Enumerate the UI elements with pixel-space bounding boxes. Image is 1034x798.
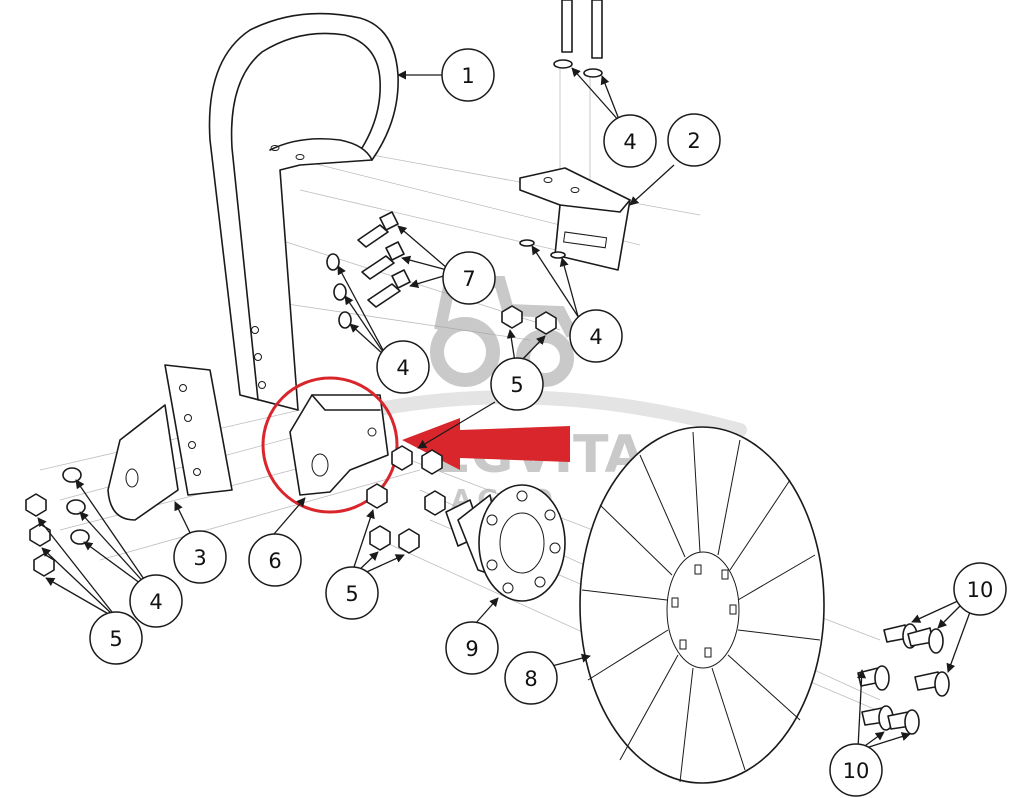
side-plate-part: [107, 364, 233, 521]
washers-top: [519, 59, 603, 259]
svg-text:4: 4: [149, 590, 162, 614]
callout: 7: [442, 251, 496, 305]
svg-text:2: 2: [687, 129, 700, 153]
callout: 3: [173, 530, 227, 584]
svg-text:6: 6: [268, 549, 281, 573]
svg-text:5: 5: [109, 627, 122, 651]
bracket-part-6: [289, 394, 389, 496]
svg-text:5: 5: [345, 582, 358, 606]
svg-text:1: 1: [461, 64, 474, 88]
svg-text:4: 4: [396, 356, 409, 380]
disc-part: [579, 426, 825, 784]
callout: 9: [445, 621, 499, 675]
callouts: 1 2 4 7 4 4 5 3 6 4 5 5 9 8 10 10: [89, 48, 1007, 797]
left-fasteners: [25, 467, 90, 577]
callout: 1: [441, 48, 495, 102]
callout: 5: [89, 611, 143, 665]
svg-text:9: 9: [465, 637, 478, 661]
svg-text:10: 10: [967, 578, 994, 602]
callout: 4: [376, 340, 430, 394]
callout: 10: [829, 743, 883, 797]
svg-text:7: 7: [462, 267, 475, 291]
spring-tine-part: [208, 12, 399, 411]
callout: 10: [953, 562, 1007, 616]
nuts-mid: [366, 445, 446, 554]
callout: 8: [504, 651, 558, 705]
hub-part: [445, 484, 566, 602]
nuts-top: [501, 305, 557, 335]
highlight-circle: [261, 376, 399, 514]
svg-text:8: 8: [524, 667, 537, 691]
red-pointer-arrow-icon: [402, 418, 570, 470]
callout: 2: [667, 113, 721, 167]
callout: 4: [569, 309, 623, 363]
threaded-rods: [561, 0, 603, 59]
callout: 4: [603, 114, 657, 168]
carriage-bolts-part: [857, 623, 950, 735]
svg-text:5: 5: [510, 373, 523, 397]
svg-text:4: 4: [589, 325, 602, 349]
callout: 5: [325, 566, 379, 620]
washers-mid: [326, 253, 352, 329]
upper-bracket-part: [519, 167, 631, 271]
leader-lines: [37, 67, 971, 749]
svg-text:4: 4: [623, 130, 636, 154]
callout: 4: [129, 574, 183, 628]
callout: 6: [248, 533, 302, 587]
svg-text:10: 10: [843, 759, 870, 783]
bolts-part-7: [357, 211, 411, 308]
callout: 5: [490, 357, 544, 411]
svg-text:3: 3: [193, 546, 206, 570]
